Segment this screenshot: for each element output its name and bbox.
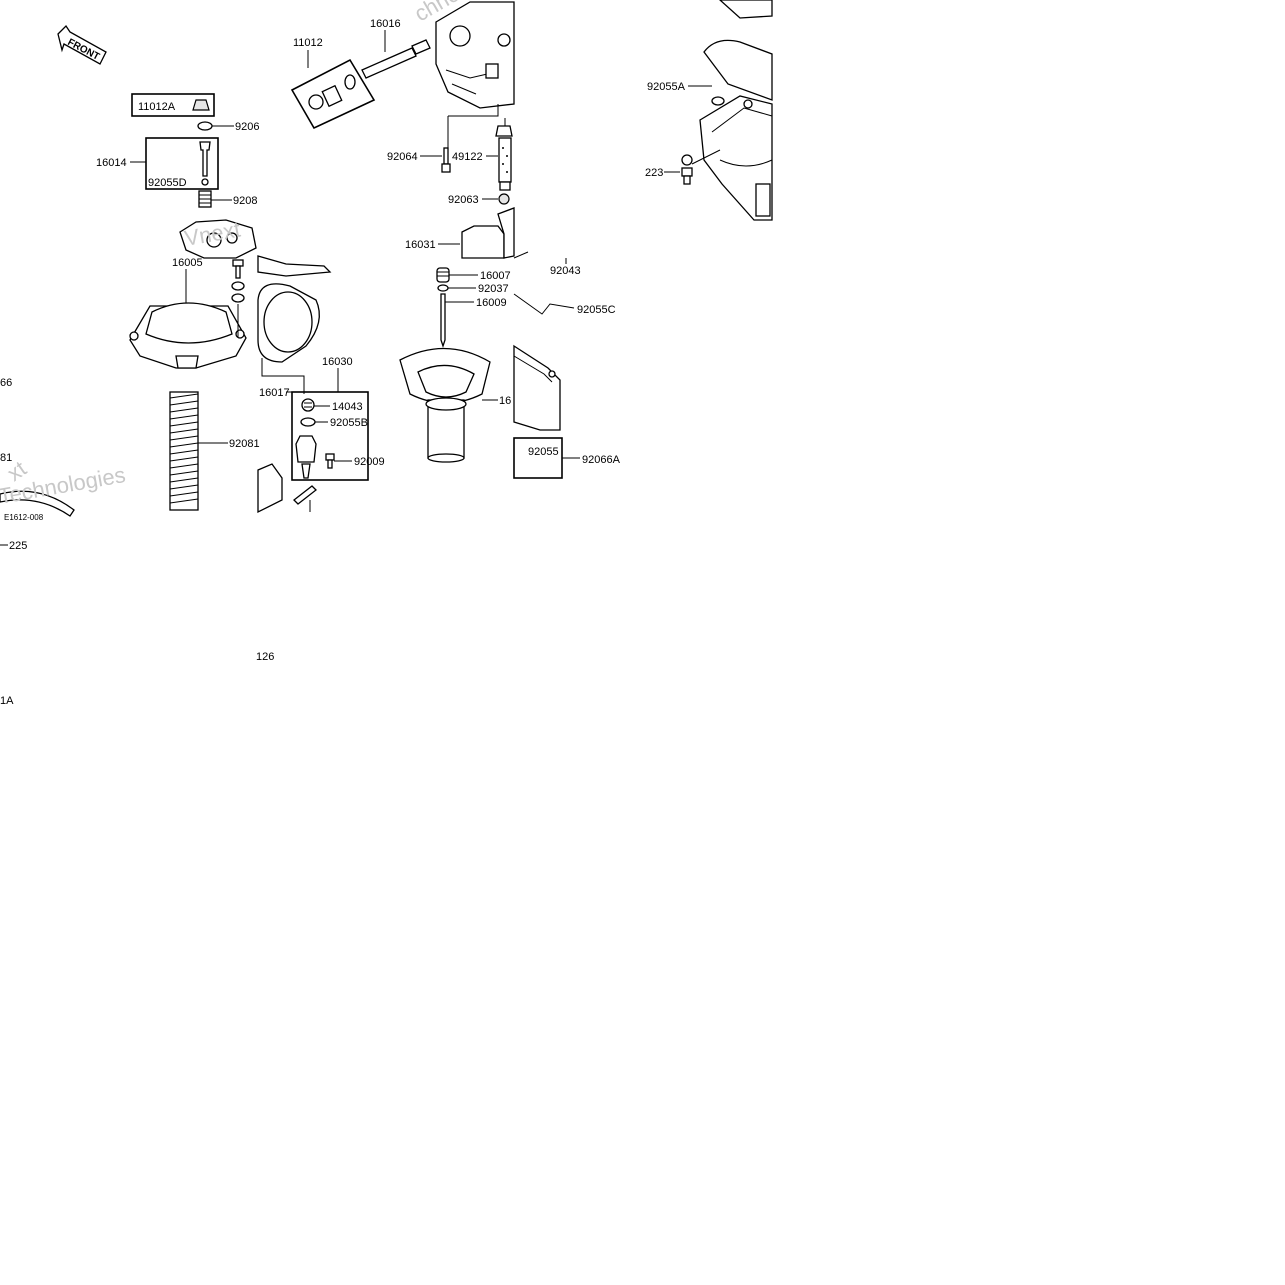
part-92055a-oring — [711, 96, 725, 106]
box-11012a — [131, 93, 215, 117]
front-arrow-icon: FRONT — [57, 24, 107, 65]
callout-16009: 16009 — [476, 297, 507, 309]
part-16007-retainer — [436, 267, 450, 283]
part-49122-tube — [495, 125, 513, 191]
callout-11012: 11012 — [293, 37, 323, 49]
callout-16007: 16007 — [480, 270, 511, 282]
callout-225: 225 — [9, 540, 27, 552]
callout-92064: 92064 — [387, 151, 418, 163]
callout-66: 66 — [0, 377, 12, 389]
callout-16005: 16005 — [172, 257, 203, 269]
part-carburetor-body — [435, 1, 515, 109]
part-16005-cover — [129, 302, 247, 369]
callout-92081: 92081 — [229, 438, 260, 450]
callout-9206: 9206 — [235, 121, 259, 133]
part-float-fragment — [257, 463, 283, 514]
callout-14043: 14043 — [332, 401, 363, 413]
part-11012a-plug — [192, 99, 210, 111]
part-16009-needle — [440, 293, 446, 349]
part-11012-piston — [308, 94, 324, 110]
callout-92055: 92055 — [528, 446, 559, 458]
box-11012 — [290, 58, 376, 130]
callout-92055b: 92055B — [330, 417, 368, 429]
callout-92063: 92063 — [448, 194, 479, 206]
callout-16-partial: 16 — [499, 395, 511, 407]
part-92081-spring — [169, 391, 199, 511]
part-92055b-oring — [300, 417, 316, 427]
box-92055-bracket — [513, 437, 563, 479]
callout-16017: 16017 — [259, 387, 290, 399]
part-14043-valve — [301, 398, 315, 412]
part-float-bowl-lower — [513, 344, 561, 431]
box-16014 — [145, 137, 219, 190]
part-intake-boot — [257, 255, 332, 363]
part-92063-jet — [498, 193, 510, 205]
callout-16031: 16031 — [405, 239, 436, 251]
part-float-bowl-upper — [699, 0, 773, 221]
callout-92043: 92043 — [550, 265, 581, 277]
box-16030 — [291, 391, 369, 481]
callout-92009: 92009 — [354, 456, 385, 468]
part-16016-shaft — [361, 39, 431, 79]
reference-code: E1612-008 — [4, 513, 44, 522]
part-92037-clip — [437, 284, 449, 292]
callout-16016: 16016 — [370, 18, 401, 30]
callout-11012a: 11012A — [138, 101, 176, 113]
part-92055c-gasket — [513, 251, 575, 315]
part-cover-screw — [231, 259, 245, 303]
part-16031-chamber — [461, 207, 515, 259]
part-float-pin — [293, 485, 317, 505]
callout-92037: 92037 — [478, 283, 509, 295]
callout-126: 126 — [256, 651, 274, 663]
part-throttle-slide — [399, 347, 491, 463]
callout-1a: 1A — [0, 695, 14, 707]
callout-92066a: 92066A — [582, 454, 621, 466]
callout-92055a: 92055A — [647, 81, 686, 93]
part-left-gasket-fragment — [0, 490, 75, 517]
callout-223: 223 — [645, 167, 663, 179]
callout-92055d: 92055D — [148, 177, 187, 189]
callout-49122: 49122 — [452, 151, 483, 163]
part-92009-screw — [325, 453, 335, 469]
part-9208-spring — [198, 190, 212, 208]
callout-92055c: 92055C — [577, 304, 616, 316]
callout-9208: 9208 — [233, 195, 257, 207]
part-92064-screw — [441, 147, 451, 173]
callout-81: 81 — [0, 452, 12, 464]
part-223-screw — [681, 154, 693, 185]
callout-16014: 16014 — [96, 157, 127, 169]
callout-16030: 16030 — [322, 356, 353, 368]
part-9206-washer — [197, 121, 213, 131]
part-float-valve — [295, 435, 317, 479]
part-16014-screw — [199, 141, 211, 177]
